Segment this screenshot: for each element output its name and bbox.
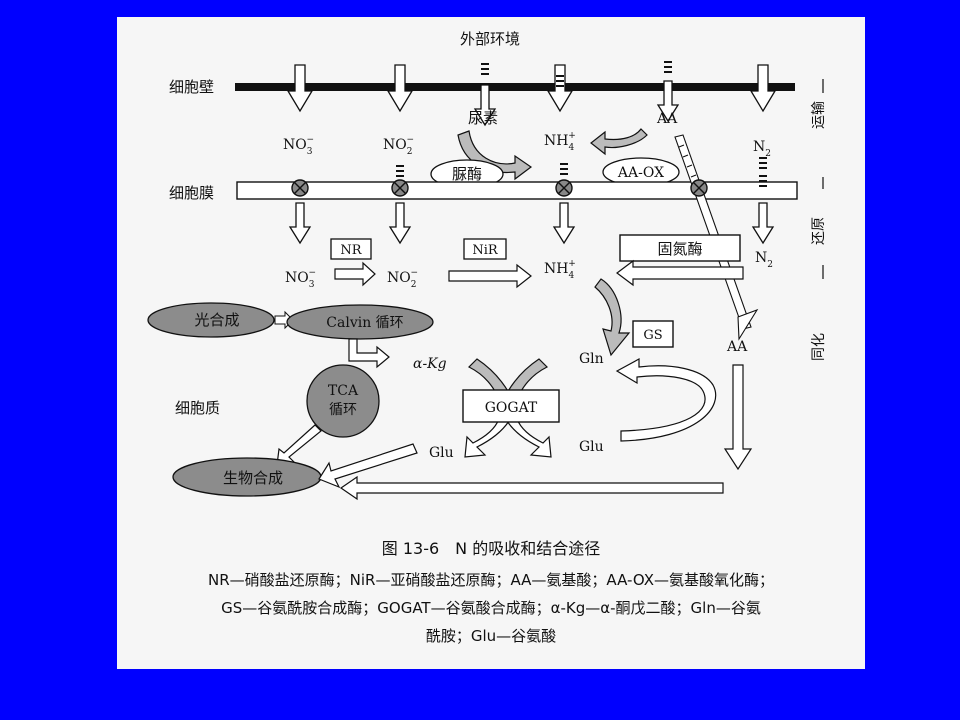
no2-cytosol-arrow bbox=[389, 202, 411, 244]
n2-top-label: N2 bbox=[753, 139, 771, 159]
urease-label: 脲酶 bbox=[452, 165, 482, 183]
nh4-bottom-label: NH4+ bbox=[544, 259, 576, 281]
figure-caption-line3: 酰胺；Glu—谷氨酸 bbox=[425, 627, 557, 645]
figure-caption-title: 图 13-6 N 的吸收和结合途径 bbox=[381, 539, 601, 558]
aa-top-label: AA bbox=[656, 111, 678, 127]
aa-ox-label: AA-OX bbox=[617, 165, 664, 181]
nitrogenase-label: 固氮酶 bbox=[657, 240, 702, 258]
cytoplasm-label: 细胞质 bbox=[175, 399, 220, 417]
aa-to-biosynthesis-arrow bbox=[339, 475, 724, 501]
tca-circle bbox=[306, 364, 380, 438]
nh4-to-gs-curved-arrow bbox=[594, 278, 631, 357]
side-label-reduction: 还原 bbox=[811, 217, 827, 245]
nh4-marker bbox=[556, 75, 564, 87]
calvin-to-akg-arrow bbox=[348, 338, 390, 369]
nh4-top-label: NH4+ bbox=[544, 131, 576, 153]
cell-wall-label: 细胞壁 bbox=[169, 78, 214, 96]
aa-ox-curved-arrow bbox=[590, 128, 648, 156]
gs-label: GS bbox=[643, 328, 662, 343]
cell-membrane-bar bbox=[236, 181, 798, 200]
nitrogenase-box bbox=[619, 234, 741, 262]
side-label-transport: 运输 bbox=[811, 101, 827, 129]
nh4-cytosol-arrow bbox=[553, 202, 575, 244]
no3-top-label: NO3− bbox=[283, 135, 314, 157]
aa-carrier bbox=[690, 179, 708, 197]
photosynthesis-ellipse bbox=[147, 302, 275, 338]
no2-membrane-marker bbox=[396, 165, 404, 177]
nr-label: NR bbox=[340, 243, 362, 258]
cell-membrane-label: 细胞膜 bbox=[169, 184, 214, 202]
environment-label: 外部环境 bbox=[460, 30, 520, 48]
glu-to-biosynthesis-arrow bbox=[318, 443, 418, 489]
urea-marker bbox=[481, 63, 489, 75]
nh4-carrier bbox=[555, 179, 573, 197]
n2-cytosol-arrow bbox=[752, 202, 774, 244]
nh4-membrane-marker bbox=[560, 163, 568, 175]
gs-box bbox=[632, 320, 674, 348]
alpha-kg-label: α-Kg bbox=[413, 356, 447, 372]
nitrogen-pathway-diagram: 外部环境 细胞壁 NO3− NO2− 尿素 NH4+ AA N2 脲酶 AA-O… bbox=[147, 30, 827, 501]
urea-label: 尿素 bbox=[468, 109, 498, 127]
figure-caption-line2: GS—谷氨酰胺合成酶；GOGAT—谷氨酸合成酶；α-Kg—α-酮戊二酸；Gln—… bbox=[221, 599, 761, 617]
no2-top-label: NO2− bbox=[383, 135, 414, 157]
urease-curved-arrow bbox=[457, 130, 533, 181]
no3-bottom-label: NO3− bbox=[285, 268, 316, 290]
glu-to-gln-curved-arrow bbox=[615, 357, 717, 442]
aa-marker bbox=[664, 61, 672, 73]
side-labels: 运输 还原 同化 bbox=[811, 79, 827, 361]
n2-bottom-label: N2 bbox=[755, 250, 773, 270]
tca-label-line1: TCA bbox=[328, 383, 359, 399]
side-label-assimilation: 同化 bbox=[811, 333, 827, 361]
nr-box bbox=[330, 238, 372, 260]
no2-carrier bbox=[391, 179, 409, 197]
n2-membrane-marker bbox=[759, 175, 767, 187]
gogat-box bbox=[462, 389, 560, 423]
aa-downward-arrow bbox=[723, 364, 753, 471]
calvin-ellipse bbox=[286, 304, 434, 340]
biosynthesis-label: 生物合成 bbox=[223, 469, 283, 487]
cell-wall-line bbox=[235, 83, 795, 91]
nir-box bbox=[463, 238, 507, 260]
figure-caption-line1: NR—硝酸盐还原酶；NiR—亚硝酸盐还原酶；AA—氨基酸；AA-OX—氨基酸氧化… bbox=[208, 571, 774, 589]
gogat-label: GOGAT bbox=[485, 400, 538, 416]
gln-label: Gln bbox=[579, 351, 604, 367]
glu-right-label: Glu bbox=[579, 439, 604, 455]
tca-label-line2: 循环 bbox=[329, 402, 357, 418]
glu-left-label: Glu bbox=[429, 445, 454, 461]
no3-cytosol-arrow bbox=[289, 202, 311, 244]
nr-reaction-arrow bbox=[334, 261, 376, 287]
nir-reaction-arrow bbox=[448, 263, 532, 289]
no2-bottom-label: NO2− bbox=[387, 268, 418, 290]
calvin-label: Calvin 循环 bbox=[326, 315, 403, 331]
n2-marker bbox=[759, 157, 767, 169]
gogat-flow-arrows bbox=[464, 358, 552, 458]
no3-carrier bbox=[291, 179, 309, 197]
nir-label: NiR bbox=[472, 243, 499, 258]
nitrogenase-reaction-arrow bbox=[616, 259, 744, 287]
figure-panel: 外部环境 细胞壁 NO3− NO2− 尿素 NH4+ AA N2 脲酶 AA-O… bbox=[117, 17, 865, 669]
tca-to-biosynthesis-arrow bbox=[276, 424, 322, 466]
photosynthesis-label: 光合成 bbox=[194, 311, 239, 329]
aa-mid-label: AA bbox=[726, 339, 748, 355]
